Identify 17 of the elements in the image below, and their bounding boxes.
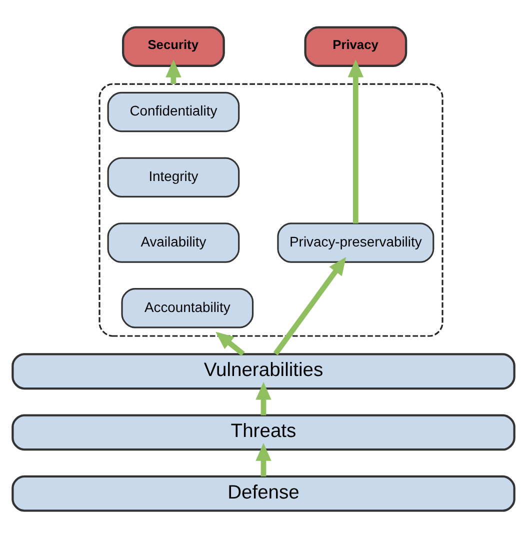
node-box: Security [122, 26, 225, 67]
node-box: Availability [107, 222, 240, 263]
arrow [216, 332, 245, 356]
arrow [166, 59, 182, 84]
arrow [348, 59, 364, 224]
node-box: Integrity [107, 157, 240, 198]
node-box: Confidentiality [107, 92, 240, 132]
node-box: Threats [12, 414, 516, 451]
node-box: Privacy-preservability [277, 222, 434, 263]
cluster [98, 83, 444, 337]
arrow [273, 257, 346, 356]
node-box: Defense [12, 475, 516, 512]
node-box: Privacy [304, 26, 408, 67]
arrow [256, 382, 272, 416]
node-box: Vulnerabilities [12, 353, 516, 390]
arrow [256, 442, 272, 476]
node-box: Accountability [121, 288, 254, 328]
